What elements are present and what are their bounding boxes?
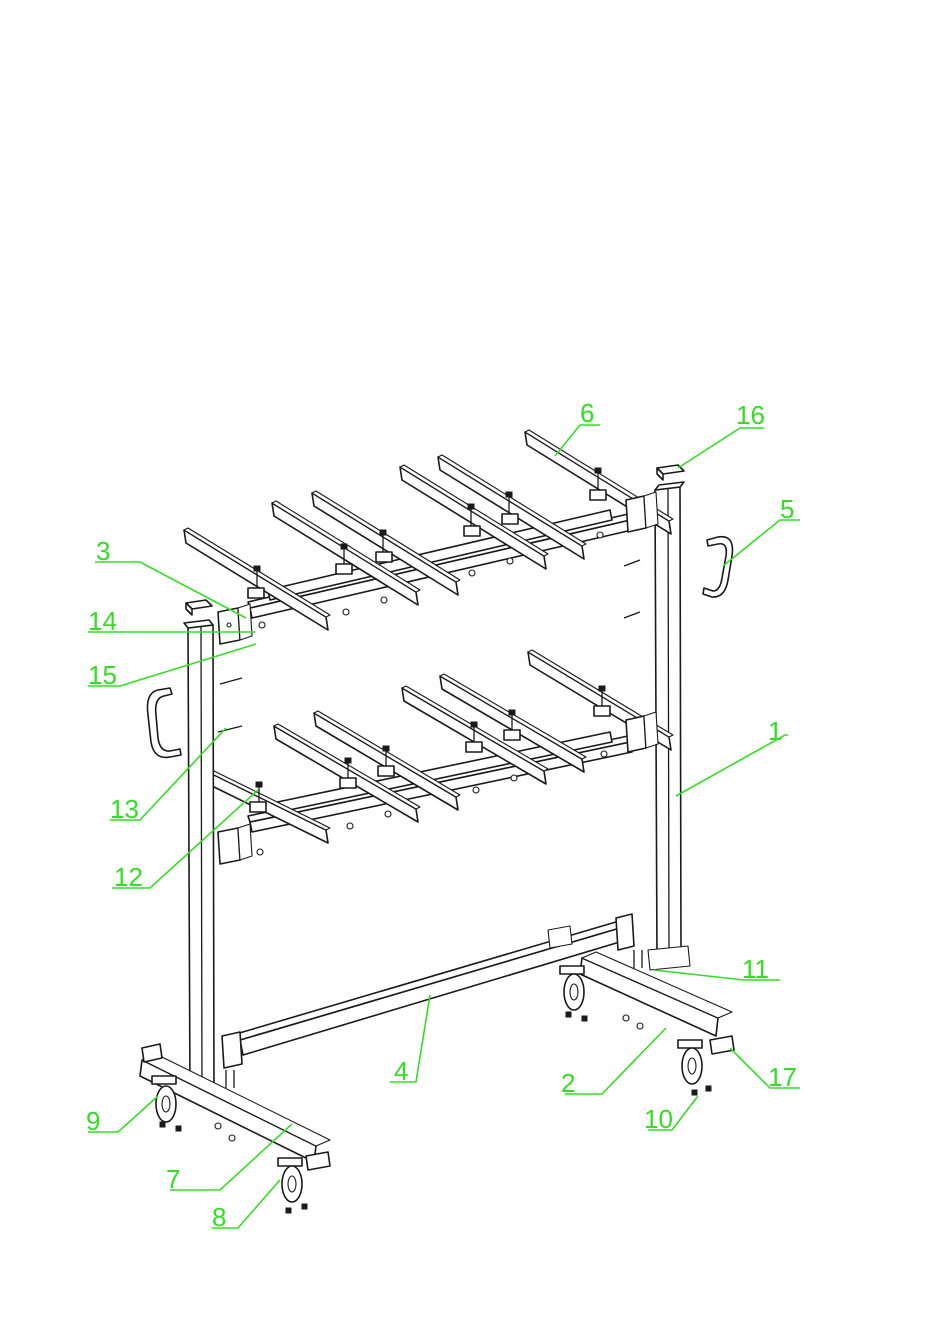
callout-5: 5 xyxy=(780,494,794,524)
caster-left-front xyxy=(278,1158,302,1202)
upper-left-bracket xyxy=(218,604,252,644)
left-upright-post xyxy=(184,620,214,1094)
callout-7: 7 xyxy=(166,1164,180,1194)
callout-12: 12 xyxy=(114,862,143,892)
left-handle xyxy=(147,688,181,757)
left-end-cap xyxy=(186,600,212,615)
callout-15: 15 xyxy=(88,660,117,690)
callout-14: 14 xyxy=(88,606,117,636)
caster-right-front xyxy=(678,1040,702,1084)
callout-4: 4 xyxy=(394,1056,408,1086)
callout-16: 16 xyxy=(736,400,765,430)
callout-1: 1 xyxy=(768,716,782,746)
callout-11: 11 xyxy=(742,954,769,984)
callout-10: 10 xyxy=(644,1104,673,1134)
caster-right-rear xyxy=(560,966,584,1010)
callout-3: 3 xyxy=(96,536,110,566)
lower-left-bracket xyxy=(218,824,252,864)
callout-9: 9 xyxy=(86,1106,100,1136)
right-handle xyxy=(703,537,732,597)
callout-2: 2 xyxy=(561,1068,575,1098)
callout-6: 6 xyxy=(580,398,594,428)
callout-17: 17 xyxy=(768,1062,797,1092)
upper-front-beam xyxy=(268,510,612,600)
callout-13: 13 xyxy=(110,794,139,824)
callout-8: 8 xyxy=(212,1202,226,1232)
